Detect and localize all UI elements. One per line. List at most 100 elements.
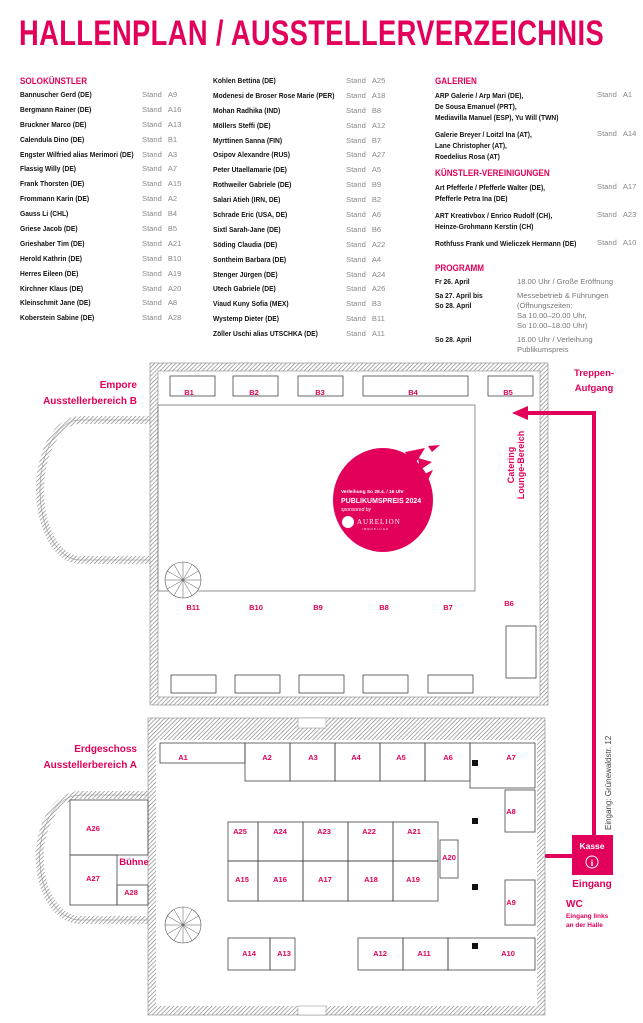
stand-label: A19	[406, 875, 420, 884]
spiral-stairs-lower-icon	[164, 906, 202, 944]
stand-word: Stand	[142, 149, 162, 159]
stand-outline	[169, 375, 216, 397]
stand-outline	[227, 821, 259, 862]
stand-word: Stand	[346, 105, 366, 115]
stand-outline	[487, 375, 534, 397]
stage-label: Bühne	[119, 857, 149, 868]
stand-number: A14	[622, 129, 637, 138]
stand-outline	[427, 674, 474, 694]
stand-b2[interactable]: B2	[232, 375, 279, 397]
stand-b8[interactable]: B8	[362, 603, 409, 694]
stand-b9[interactable]: B9	[298, 603, 345, 694]
stand-label: A3	[308, 753, 318, 762]
stand-label: B10	[249, 603, 263, 612]
stand-word: Stand	[597, 129, 617, 138]
stand-number: A15	[167, 179, 182, 189]
stand-word: Stand	[142, 104, 162, 114]
stand-a25[interactable]: A25	[227, 821, 259, 862]
stand-outline	[69, 799, 149, 856]
stand-number: A25	[371, 76, 386, 85]
programm-text: 16.00 Uhr / Verleihung Publikumspreis	[517, 335, 593, 354]
street-address: Eingang: Grünewaldstr. 12	[604, 735, 613, 830]
stand-a8[interactable]: A8	[504, 789, 536, 833]
vereinigungen-entry: Rothfuss Frank und Wieliczek Hermann (DE…	[435, 238, 640, 249]
programm-heading: PROGRAMM	[435, 263, 485, 273]
date-line: Fr 26. April	[435, 277, 470, 286]
stand-label: A8	[506, 807, 516, 816]
stand-label: B6	[504, 599, 514, 608]
exhibitor-name: Pfefferle Petra Ina (DE)	[435, 194, 508, 203]
stand-b5[interactable]: B5	[487, 375, 534, 397]
exhibitor-name: Kleinschmit Jane (DE)	[20, 298, 91, 308]
stand-a9[interactable]: A9	[504, 879, 536, 926]
stand-label: A14	[242, 949, 257, 958]
stand-b1[interactable]: B1	[169, 375, 216, 397]
aurelion-sub: IMMOBILIEN	[362, 527, 389, 531]
lower-apse-wall	[39, 794, 148, 921]
stand-a14[interactable]: A14	[227, 937, 271, 971]
stand-outline	[297, 375, 344, 397]
award-title: PUBLIKUMSPREIS 2024	[341, 498, 421, 505]
stand-b7[interactable]: B7	[427, 603, 474, 694]
stand-label: A24	[273, 827, 288, 836]
stand-word: Stand	[142, 164, 162, 174]
stand-b10[interactable]: B10	[234, 603, 281, 694]
exhibitor-name: Griese Jacob (DE)	[20, 224, 78, 234]
stand-word: Stand	[142, 119, 162, 129]
stand-a12[interactable]: A12	[357, 937, 404, 971]
exhibitor-name: Herold Kathrin (DE)	[20, 253, 83, 263]
spiral-stairs-upper-icon	[164, 561, 202, 599]
top-door[interactable]	[297, 717, 327, 729]
stand-b6[interactable]: B6	[504, 599, 537, 679]
stand-word: Stand	[142, 313, 162, 323]
exhibitor-name: Engster Wilfried alias Merimori (DE)	[20, 149, 134, 159]
info-icon: i	[585, 855, 599, 869]
stand-word: Stand	[142, 194, 162, 204]
stand-a7[interactable]: A7	[469, 742, 536, 789]
stand-b3[interactable]: B3	[297, 375, 344, 397]
stand-number: A19	[167, 268, 182, 278]
exhibitor-name: Galerie Breyer / Loitzl Ina (AT),	[435, 130, 532, 139]
stand-number: A24	[371, 269, 386, 279]
stand-word: Stand	[142, 298, 162, 308]
solo-heading: SOLOKÜNSTLER	[20, 76, 88, 86]
eingang-label: Eingang	[572, 879, 611, 890]
stand-number: B4	[167, 209, 178, 219]
stand-word: Stand	[142, 90, 162, 99]
stand-b4[interactable]: B4	[362, 375, 469, 397]
stand-word: Stand	[142, 238, 162, 248]
stand-a27[interactable]: A27	[69, 854, 118, 906]
award-sponsored: sponsored by	[341, 507, 372, 513]
stand-number: A11	[371, 329, 385, 339]
bottom-door[interactable]	[297, 1005, 327, 1016]
exhibitor-name: Lane Christopher (AT),	[435, 141, 507, 150]
stand-number: B8	[371, 105, 382, 115]
stand-a26[interactable]: A26	[69, 799, 149, 856]
stand-a28[interactable]: A28	[116, 884, 149, 906]
stand-b11[interactable]: B11	[170, 603, 217, 694]
exhibitor-name: Sixtl Sarah-Jane (DE)	[213, 224, 281, 234]
stand-outline	[469, 742, 536, 789]
catering-label: CateringLounge-Bereich	[506, 431, 526, 500]
exhibitor-name: Bergmann Rainer (DE)	[20, 104, 92, 114]
exhibitor-name: Roedelius Rosa (AT)	[435, 152, 500, 161]
stand-a20[interactable]: A20	[439, 839, 459, 879]
programm-date: Fr 26. April	[435, 277, 470, 287]
kasse-label: Kasse	[579, 841, 604, 851]
